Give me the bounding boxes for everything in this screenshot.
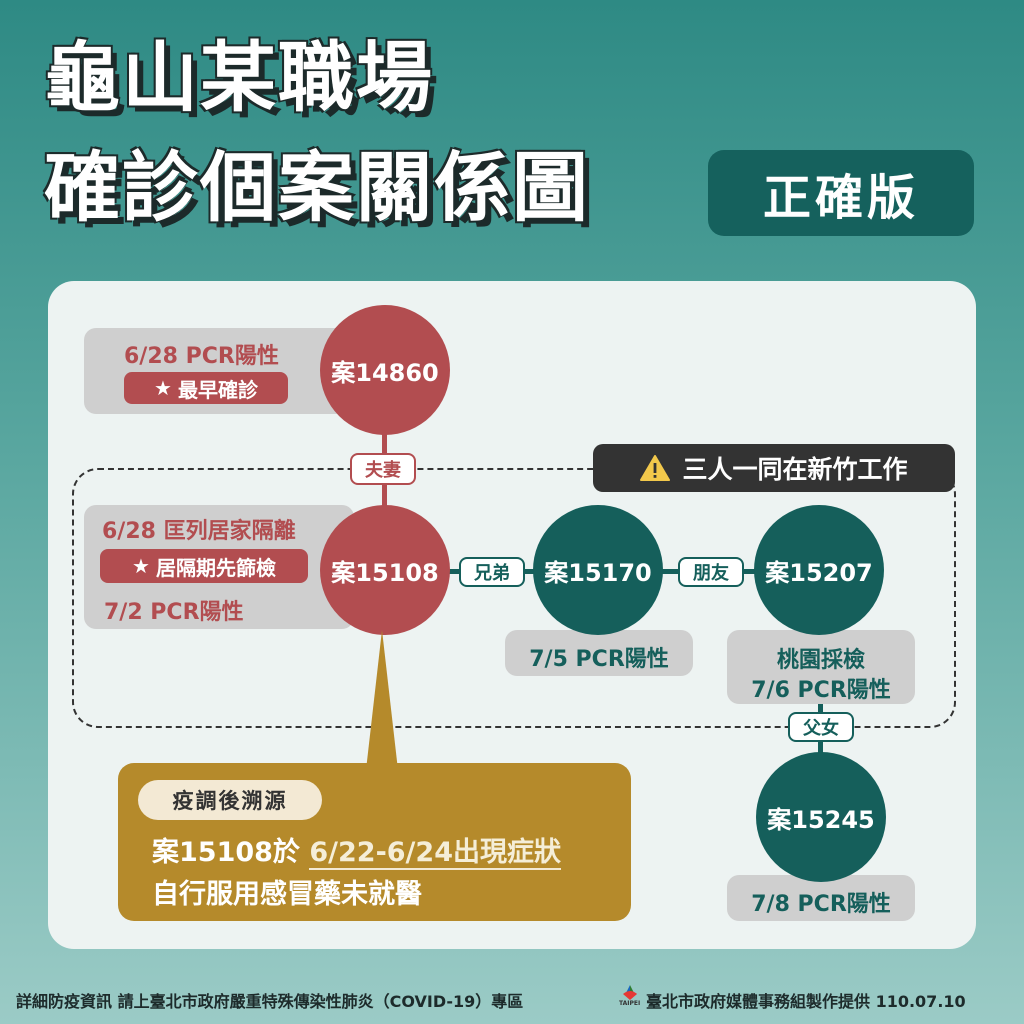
correct-version-badge: 正確版 (708, 150, 974, 236)
case-15108-pcr: 7/2 PCR陽性 (104, 600, 244, 625)
symptom-date-range: 6/22-6/24出現症狀 (309, 837, 561, 870)
case-15207-node: 案15207 (754, 505, 884, 635)
warning-icon (640, 455, 671, 481)
case-15245-node: 案15245 (756, 752, 886, 882)
case-15170-pcr: 7/5 PCR陽性 (529, 647, 669, 672)
callout-symptom-line: 案15108於 6/22-6/24出現症狀 (152, 837, 561, 870)
hsinchu-work-group (72, 468, 956, 728)
case-14860-node: 案14860 (320, 305, 450, 435)
taipei-logo: TAIPEI (619, 984, 641, 1008)
relation-spouse: 夫妻 (350, 453, 416, 485)
case-15108-quarantine: 6/28 匡列居家隔離 (102, 519, 296, 544)
footer-credit-text: 臺北市政府媒體事務組製作提供 110.07.10 (646, 992, 966, 1011)
taipei-logo-icon (623, 985, 637, 1000)
relation-father-daughter: 父女 (788, 712, 854, 742)
relation-friends: 朋友 (678, 557, 744, 587)
case-15207-note-box (727, 630, 915, 704)
callout-pointer (366, 630, 398, 770)
relation-brothers: 兄弟 (459, 557, 525, 587)
case-15170-note-box (505, 630, 693, 676)
title-line-1: 龜山某職場 (44, 33, 434, 122)
title-line-2: 確診個案關係圖 (44, 143, 590, 232)
trace-source-tag: 疫調後溯源 (138, 780, 322, 820)
case-15108-node: 案15108 (320, 505, 450, 635)
case-15245-pcr: 7/8 PCR陽性 (751, 892, 891, 917)
case-15245-note-box (727, 875, 915, 921)
case-15108-screen-tag: ★居隔期先篩檢 (100, 549, 308, 583)
footer: 詳細防疫資訊 請上臺北市政府嚴重特殊傳染性肺炎（COVID-19）專區 TAIP… (0, 984, 1024, 1012)
case-14860-earliest-tag: ★最早確診 (124, 372, 288, 404)
star-icon: ★ (132, 554, 150, 578)
star-icon: ★ (154, 376, 172, 400)
case-15207-pcr: 7/6 PCR陽性 (751, 678, 891, 703)
case-14860-pcr: 6/28 PCR陽性 (124, 344, 279, 369)
callout-medicine-line: 自行服用感冒藥未就醫 (152, 879, 422, 910)
case-15207-taoyuan: 桃園採檢 (776, 648, 865, 673)
hsinchu-work-warning: 三人一同在新竹工作 (593, 444, 955, 492)
case-15170-node: 案15170 (533, 505, 663, 635)
footer-info-text: 詳細防疫資訊 請上臺北市政府嚴重特殊傳染性肺炎（COVID-19）專區 (16, 992, 524, 1011)
